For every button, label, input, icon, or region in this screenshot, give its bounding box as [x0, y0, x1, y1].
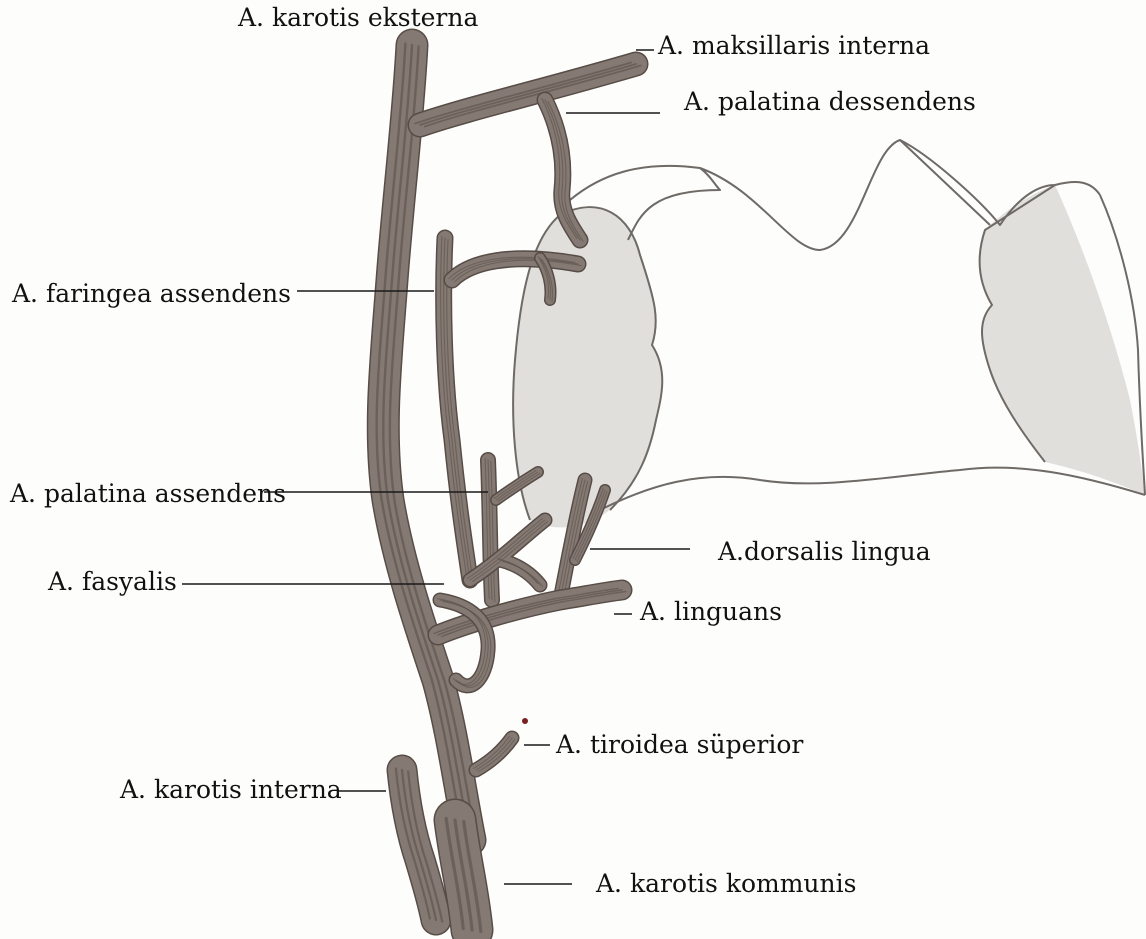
label-linguans: A. linguans: [640, 598, 782, 626]
label-faringea-assendens: A. faringea assendens: [12, 280, 291, 308]
vessel-karotis-kommunis: [446, 819, 481, 932]
palate-shading: [980, 185, 1145, 495]
lower-outline: [600, 468, 1145, 510]
label-maksillaris-interna: A. maksillaris interna: [658, 32, 930, 60]
vessel-faringea-assendens: [441, 237, 473, 582]
label-palatina-assendens: A. palatina assendens: [10, 480, 286, 508]
label-karotis-eksterna: A. karotis eksterna: [238, 4, 478, 32]
vessel-palatina-dessendens: [542, 99, 583, 242]
vessel-tiroidea-superior: [473, 737, 514, 772]
vessel-karotis-interna: [396, 769, 442, 922]
label-karotis-interna: A. karotis interna: [120, 776, 342, 804]
vessel-karotis-eksterna: [377, 44, 477, 842]
label-karotis-kommunis: A. karotis kommunis: [596, 870, 856, 898]
vessels: [377, 44, 641, 932]
label-tiroidea-superior: A. tiroidea süperior: [556, 731, 803, 759]
vessel-maksillaris-interna: [415, 63, 641, 127]
label-palatina-dessendens: A. palatina dessendens: [684, 88, 976, 116]
ink-dot: [522, 718, 528, 724]
vessel-fasyalis-branch: [467, 519, 547, 587]
label-dorsalis-lingua: A.dorsalis lingua: [718, 538, 931, 566]
label-fasyalis: A. fasyalis: [48, 568, 177, 596]
tissue-region: [513, 140, 1145, 527]
vessel-palatina-assendens: [485, 459, 495, 602]
